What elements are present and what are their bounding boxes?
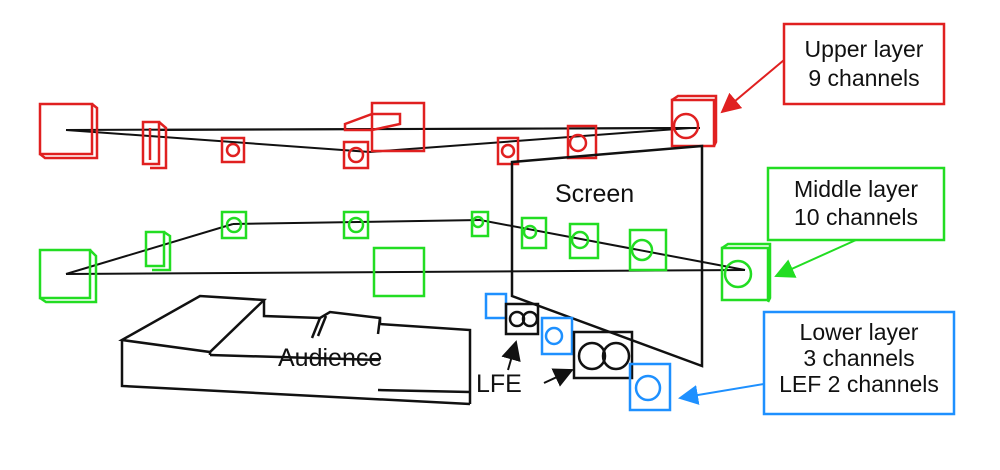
upper-speaker-left xyxy=(38,102,99,160)
upper-layer-lines xyxy=(65,127,701,153)
middle-speaker-2 xyxy=(144,230,172,272)
middle-speaker-center xyxy=(372,246,426,298)
upper-speaker-6 xyxy=(496,136,520,166)
middle-speaker-7 xyxy=(520,216,548,250)
lower-speaker-center xyxy=(540,316,574,356)
middle-speaker-6 xyxy=(470,210,490,238)
lower-layer-count: 3 channels xyxy=(803,345,914,371)
audience-platform: Audience xyxy=(118,294,472,406)
lfe-arrow-1 xyxy=(501,340,521,371)
middle-speaker-left xyxy=(38,248,98,304)
upper-layer-speakers xyxy=(38,94,718,170)
lower-speaker-right xyxy=(628,362,672,412)
upper-speaker-right xyxy=(670,94,718,148)
lfe-speaker-2 xyxy=(572,330,634,380)
middle-layer-label-box: Middle layer 10 channels xyxy=(766,166,946,278)
upper-layer-count: 9 channels xyxy=(808,65,919,91)
audience-label: Audience xyxy=(278,344,382,372)
screen: Screen xyxy=(510,144,704,368)
upper-speaker-7 xyxy=(566,124,598,160)
middle-speaker-3 xyxy=(220,210,248,240)
middle-speaker-right xyxy=(720,242,772,303)
lower-speaker-left xyxy=(484,292,508,320)
lower-layer-label-box: Lower layer 3 channels LEF 2 channels xyxy=(678,310,956,416)
upper-layer-label-box: Upper layer 9 channels xyxy=(720,22,946,114)
upper-speaker-center-top xyxy=(343,101,426,153)
middle-speaker-9 xyxy=(628,228,668,272)
lfe-count: LEF 2 channels xyxy=(779,371,939,397)
middle-speaker-4 xyxy=(342,210,370,240)
screen-label: Screen xyxy=(555,180,634,208)
lfe-arrow-2 xyxy=(543,368,574,387)
upper-speaker-2 xyxy=(141,120,168,170)
middle-speaker-8 xyxy=(568,222,600,260)
lower-layer-speakers xyxy=(484,292,672,412)
lower-layer-title: Lower layer xyxy=(800,319,919,345)
upper-layer-title: Upper layer xyxy=(805,36,924,62)
lfe-label: LFE xyxy=(476,370,522,398)
lfe-speaker-1 xyxy=(504,302,540,336)
middle-layer-speakers xyxy=(38,210,772,304)
middle-layer-count: 10 channels xyxy=(794,204,918,230)
upper-speaker-3 xyxy=(220,136,246,164)
middle-layer-title: Middle layer xyxy=(794,176,918,202)
upper-speaker-4 xyxy=(342,140,370,170)
